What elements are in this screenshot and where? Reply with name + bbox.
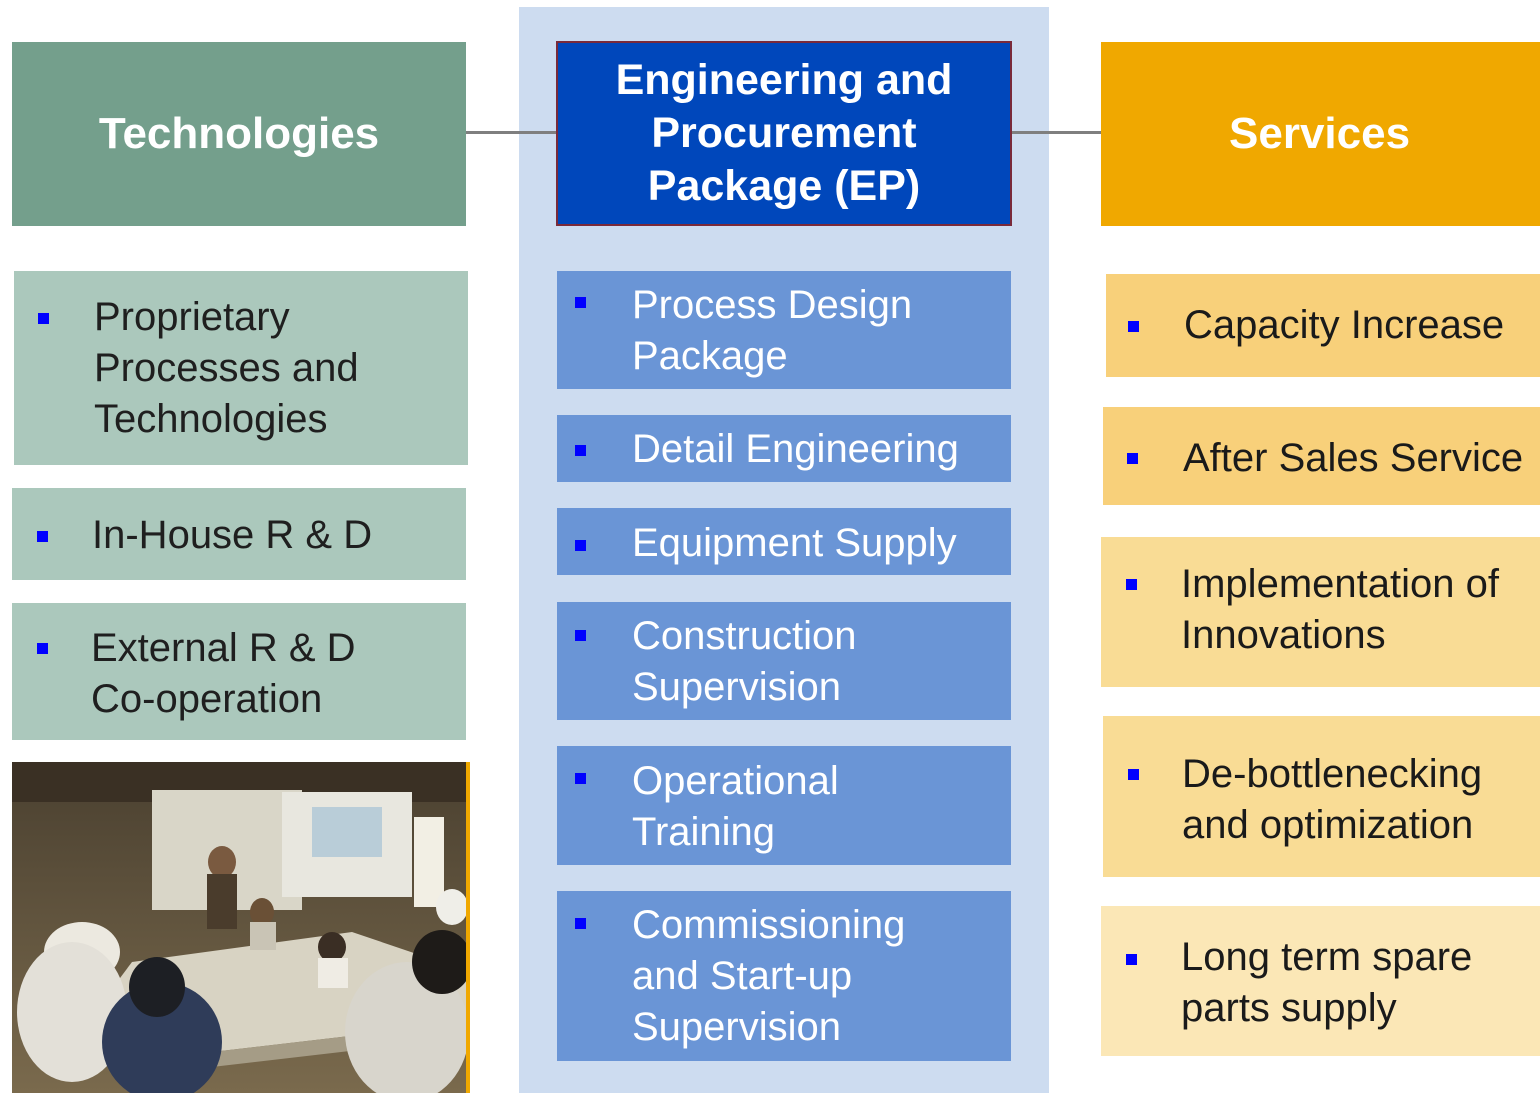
- bullet-icon: [38, 313, 49, 324]
- services-item-spare-parts: Long term spare parts supply: [1101, 906, 1540, 1056]
- ep-item-equipment-supply: Equipment Supply: [557, 508, 1011, 575]
- bullet-icon: [575, 630, 586, 641]
- ep-header: Engineering and Procurement Package (EP): [556, 41, 1012, 226]
- ep-item-detail-engineering: Detail Engineering: [557, 415, 1011, 482]
- bullet-icon: [575, 540, 586, 551]
- bullet-icon: [37, 643, 48, 654]
- item-line: Supervision: [632, 1005, 842, 1049]
- item-line: Package: [632, 334, 788, 378]
- ep-item-commissioning: Commissioning and Start-up Supervision: [557, 891, 1011, 1061]
- item-line: Operational: [632, 759, 839, 803]
- technologies-item-inhouse-rd: In-House R & D: [12, 488, 466, 580]
- item-line: De-bottlenecking: [1182, 752, 1483, 796]
- item-line: and Start-up: [632, 954, 853, 998]
- bullet-icon: [37, 531, 48, 542]
- technologies-item-proprietary: Proprietary Processes and Technologies: [14, 271, 468, 465]
- technologies-title: Technologies: [98, 109, 380, 158]
- item-line: Equipment Supply: [632, 521, 957, 565]
- item-line: Implementation of: [1181, 562, 1499, 606]
- technologies-header: Technologies: [12, 42, 466, 226]
- ep-item-operational-training: Operational Training: [557, 746, 1011, 865]
- item-line: Supervision: [632, 665, 842, 709]
- photo-border-accent: [466, 762, 470, 1093]
- item-line: Technologies: [94, 397, 328, 441]
- bullet-icon: [1128, 321, 1139, 332]
- item-line: After Sales Service: [1183, 436, 1524, 480]
- ep-title-line: Procurement: [651, 109, 917, 157]
- services-header: Services: [1101, 42, 1540, 226]
- classroom-scene-image: [12, 762, 470, 1093]
- item-line: In-House R & D: [92, 513, 373, 557]
- item-line: Processes and: [94, 346, 359, 390]
- item-line: Co-operation: [91, 677, 323, 721]
- services-title: Services: [1229, 109, 1411, 158]
- item-line: External R & D: [91, 626, 356, 670]
- item-line: Proprietary: [94, 295, 290, 339]
- item-line: Capacity Increase: [1184, 303, 1505, 347]
- bullet-icon: [575, 773, 586, 784]
- services-item-innovations: Implementation of Innovations: [1101, 537, 1540, 687]
- item-line: Process Design: [632, 283, 913, 327]
- item-line: Detail Engineering: [632, 427, 959, 471]
- training-session-photo: [12, 762, 470, 1093]
- services-item-capacity-increase: Capacity Increase: [1106, 274, 1540, 377]
- bullet-icon: [1126, 579, 1137, 590]
- ep-item-process-design: Process Design Package: [557, 271, 1011, 389]
- bullet-icon: [1128, 769, 1139, 780]
- item-line: and optimization: [1182, 803, 1474, 847]
- connector-left: [466, 131, 557, 134]
- item-line: Commissioning: [632, 903, 906, 947]
- ep-title-line: Package (EP): [647, 162, 921, 210]
- item-line: Innovations: [1181, 613, 1386, 657]
- connector-right: [1011, 131, 1101, 134]
- bullet-icon: [575, 918, 586, 929]
- bullet-icon: [1127, 453, 1138, 464]
- ep-title-line: Engineering and: [615, 56, 953, 104]
- item-line: Construction: [632, 614, 857, 658]
- ep-item-construction-supervision: Construction Supervision: [557, 602, 1011, 720]
- technologies-item-external-rd: External R & D Co-operation: [12, 603, 466, 740]
- bullet-icon: [1126, 954, 1137, 965]
- bullet-icon: [575, 297, 586, 308]
- bullet-icon: [575, 445, 586, 456]
- item-line: parts supply: [1181, 986, 1397, 1030]
- item-line: Long term spare: [1181, 935, 1473, 979]
- services-item-debottlenecking: De-bottlenecking and optimization: [1103, 716, 1540, 877]
- services-item-after-sales: After Sales Service: [1103, 407, 1540, 505]
- item-line: Training: [632, 810, 776, 854]
